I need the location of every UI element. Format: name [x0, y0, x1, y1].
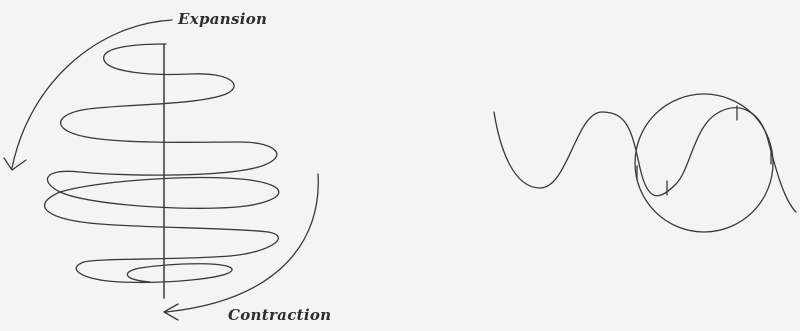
helix-coil [45, 44, 279, 282]
helix-figure [4, 20, 318, 320]
expansion-arrow-curve [12, 20, 172, 168]
wave-circle [635, 94, 773, 232]
expansion-arrowhead [4, 158, 26, 170]
wave-figure [494, 94, 796, 232]
expansion-label: Expansion [178, 10, 267, 28]
contraction-arrow-curve [166, 174, 318, 312]
contraction-label: Contraction [228, 306, 331, 324]
sine-wave [494, 108, 796, 212]
